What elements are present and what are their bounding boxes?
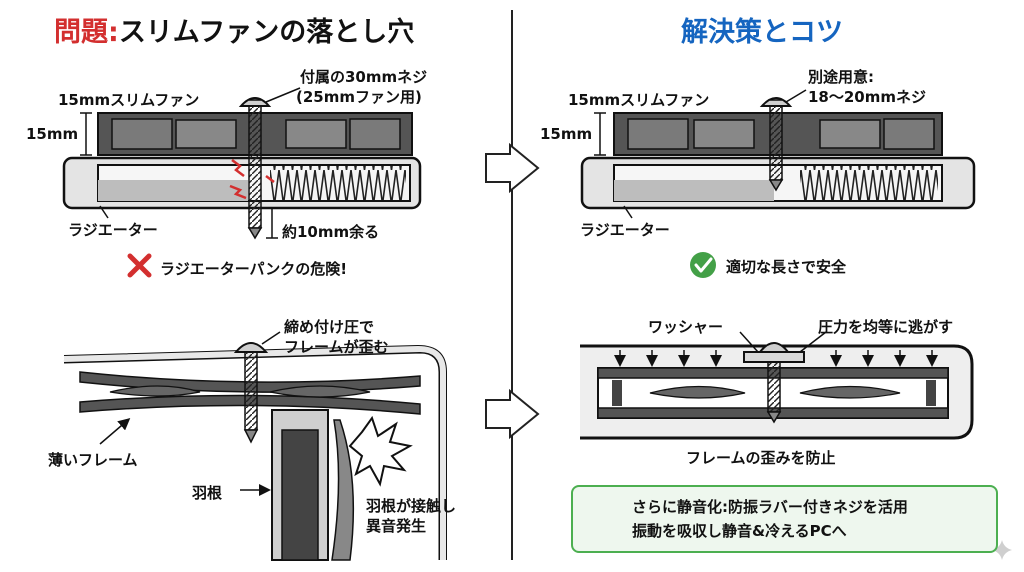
- left-screw-note-1: 付属の30mmネジ: [300, 68, 428, 86]
- left-top-fan-diagram: [62, 87, 422, 240]
- left-pressure-2: フレームが歪む: [284, 338, 389, 356]
- right-pressure-label: 圧力を均等に逃がす: [818, 318, 954, 336]
- right-washer-label: ワッシャー: [648, 318, 724, 336]
- tip-line-1: さらに静音化:防振ラバー付きネジを活用: [632, 498, 908, 516]
- left-pressure-1: 締め付け圧で: [284, 318, 375, 336]
- right-fan-label: 15mmスリムファン: [568, 91, 710, 109]
- right-radiator-label: ラジエーター: [580, 221, 670, 239]
- left-warning: ラジエーターパンクの危険!: [160, 260, 348, 278]
- left-dim-label: 15mm: [26, 125, 79, 143]
- check-circle-icon: [690, 252, 716, 278]
- title-problem-rest: スリムファンの落とし穴: [118, 17, 415, 48]
- arrow-right-icon: [485, 142, 540, 194]
- left-contact-2: 異音発生: [366, 517, 427, 535]
- left-radiator-label: ラジエーター: [68, 221, 158, 239]
- left-title: 問題:スリムファンの落とし穴: [54, 10, 414, 49]
- left-excess-label: 約10mm余る: [282, 223, 380, 241]
- left-screw-note-2: (25mmファン用): [296, 88, 422, 106]
- left-fan-label: 15mmスリムファン: [58, 91, 200, 109]
- right-screw-note-1: 別途用意:: [808, 68, 874, 86]
- title-colon: :: [108, 17, 119, 48]
- cross-icon: [127, 253, 152, 278]
- right-prevent-label: フレームの歪みを防止: [686, 449, 836, 467]
- sparkle-icon: [992, 540, 1012, 560]
- left-bottom-frame-diagram: [63, 331, 447, 561]
- tip-box: [571, 485, 998, 553]
- tip-line-2: 振動を吸収し静音&冷えるPCへ: [632, 522, 847, 540]
- right-title: 解決策とコツ: [681, 17, 843, 48]
- left-thin-frame: 薄いフレーム: [48, 451, 138, 469]
- right-ok-label: 適切な長さで安全: [726, 258, 847, 276]
- title-problem-word: 問題: [54, 17, 108, 48]
- right-dim-label: 15mm: [540, 125, 593, 143]
- left-contact-1: 羽根が接触し: [366, 497, 457, 515]
- right-bottom-frame-diagram: [580, 331, 974, 440]
- right-screw-note-2: 18〜20mmネジ: [808, 88, 927, 106]
- arrow-right-icon: [485, 388, 540, 440]
- right-top-fan-diagram: [580, 89, 976, 219]
- left-blade-label: 羽根: [192, 484, 223, 502]
